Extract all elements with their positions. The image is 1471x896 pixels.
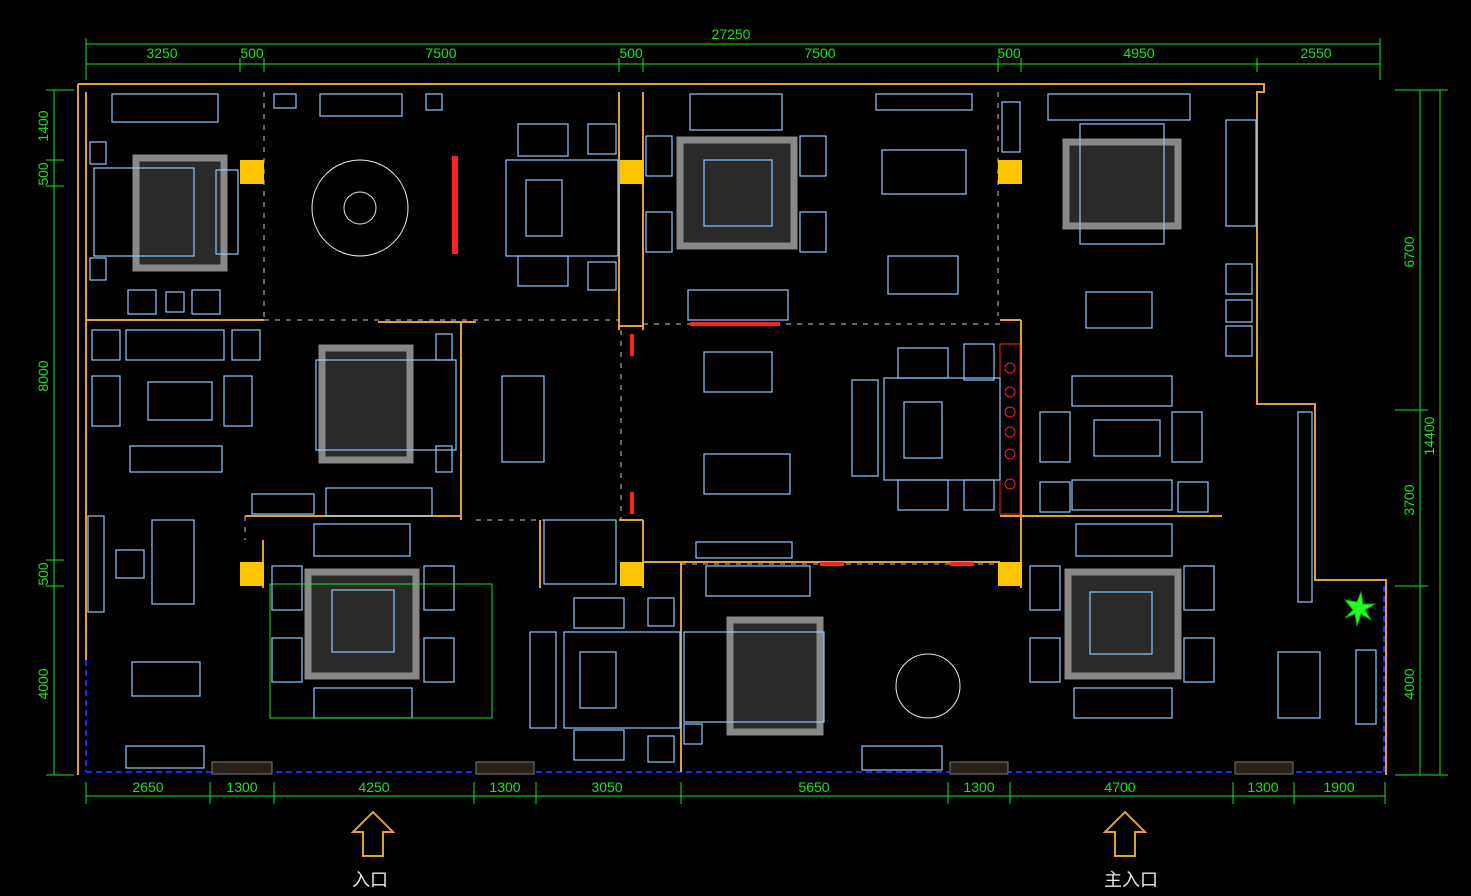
living-set-c [91,329,261,473]
outer-wall [77,83,1387,775]
dim-bottom-9: 1300 [1247,779,1278,795]
dim-right-total: 14400 [1421,416,1437,455]
dim-bottom-3: 4250 [358,779,389,795]
main-entrance-label: 主入口 [1104,870,1158,891]
entrance-label: 入口 [352,870,388,891]
bedroom-bottom-center [683,565,825,745]
living-set-d [851,343,1001,511]
dim-bottom-7: 1300 [963,779,994,795]
round-dining-table [273,93,443,257]
entrance-arrow-left [350,810,396,857]
living-set-f [269,523,493,719]
dim-top-4: 500 [619,45,643,61]
dim-right-1: 6700 [1401,236,1417,267]
living-set-b [645,93,827,321]
round-table-small [861,653,961,771]
counter [543,519,617,585]
dim-top-1: 3250 [146,45,177,61]
bedroom-top-right [1047,93,1257,357]
living-set-g [529,597,681,763]
dim-left-3: 8000 [35,360,51,391]
dim-left-1: 1400 [35,110,51,141]
dim-bottom-4: 1300 [489,779,520,795]
right-dimension-chain [1395,89,1448,776]
living-set-h [1029,523,1215,719]
partitions [86,92,1222,772]
dim-top-8: 2550 [1300,45,1331,61]
dim-bottom-6: 5650 [798,779,829,795]
dim-left-2: 500 [35,162,51,186]
dim-top-7: 4950 [1123,45,1154,61]
dim-top-3: 7500 [425,45,456,61]
dim-bottom-1: 2650 [132,779,163,795]
dim-bottom-5: 3050 [591,779,622,795]
dim-overall-top: 27250 [712,26,751,42]
dim-top-6: 500 [997,45,1021,61]
red-markers [452,156,1021,566]
dim-right-3: 4000 [1401,668,1417,699]
dining-set-c [695,351,793,559]
facade-doors [211,761,1294,775]
lower-left-set [87,515,205,769]
entrance-arrow-main [1102,810,1148,857]
bedroom-top-left [89,93,239,315]
living-set-e [1039,375,1313,603]
dim-bottom-10: 1900 [1323,779,1354,795]
bottom-dimension-chain [85,782,1386,804]
dim-top-2: 500 [240,45,264,61]
dining-set-d [1277,590,1377,725]
bedroom-center-left [315,333,457,473]
dim-top-5: 7500 [804,45,835,61]
dining-set-a [875,93,1021,295]
dim-left-4: 500 [35,562,51,586]
dim-bottom-8: 4700 [1104,779,1135,795]
dim-left-5: 4000 [35,668,51,699]
living-set-a [505,123,619,291]
structural-columns [240,160,1022,586]
left-dimension-chain [46,89,74,776]
top-dimension-chain [85,38,1381,80]
dining-set-b [251,375,545,517]
dim-right-2: 3700 [1401,484,1417,515]
dim-bottom-2: 1300 [226,779,257,795]
plant-icon [1343,590,1377,627]
